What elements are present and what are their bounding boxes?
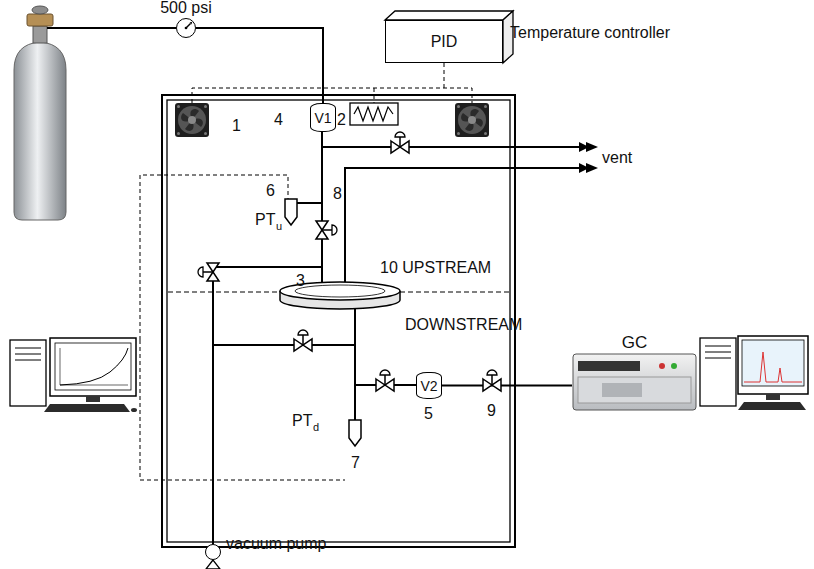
callout-label: 9 xyxy=(487,403,496,419)
node-text: GC xyxy=(572,333,697,351)
pressure-transducer xyxy=(349,420,361,446)
left-computer xyxy=(10,338,137,412)
node-text: vacuum pump xyxy=(226,536,327,552)
gas-lines xyxy=(213,132,588,544)
callout-label: 10 UPSTREAM xyxy=(380,260,491,276)
callout-label: PT xyxy=(255,212,275,228)
callout-label: 8 xyxy=(333,186,342,202)
arrowheads xyxy=(586,142,598,173)
fan xyxy=(455,103,489,137)
callout-label: 6 xyxy=(266,183,275,199)
callout-label: 2 xyxy=(337,112,346,128)
pid-controller-box: PIDTemperature controller xyxy=(385,20,503,63)
heater xyxy=(350,103,398,125)
right-computer xyxy=(700,336,808,410)
volume-cylinder: V1 xyxy=(310,103,336,132)
pressure-gauge: 500 psi xyxy=(176,18,196,38)
gas-line xyxy=(196,28,323,103)
node-text: 500 psi xyxy=(160,0,212,19)
volume-cylinder: V2 xyxy=(416,372,442,399)
pressure-transducer xyxy=(285,199,297,225)
fan xyxy=(175,103,209,137)
node-text: Temperature controller xyxy=(510,25,670,41)
callout-label: 7 xyxy=(351,455,360,471)
callout-label: 3 xyxy=(296,273,305,289)
node-text: V2 xyxy=(420,379,437,393)
callout-label: 5 xyxy=(424,406,433,422)
valves xyxy=(198,132,501,391)
gas-cylinder xyxy=(14,6,176,220)
gas-line xyxy=(442,385,572,387)
callout-label: vent xyxy=(602,150,632,166)
pid-box-3d xyxy=(385,11,513,63)
callout-label: d xyxy=(313,422,319,433)
callout-label: PT xyxy=(292,413,312,429)
vacuum-pump: vacuum pump xyxy=(205,544,221,560)
callout-label: 1 xyxy=(232,118,241,134)
node-text: PID xyxy=(431,34,458,50)
callout-label: u xyxy=(276,221,282,232)
node-text: V1 xyxy=(314,111,331,125)
callout-label: DOWNSTREAM xyxy=(405,317,522,333)
callout-label: 4 xyxy=(274,112,283,128)
gas-chromatograph: GC xyxy=(572,333,697,413)
pump-base xyxy=(206,560,220,569)
